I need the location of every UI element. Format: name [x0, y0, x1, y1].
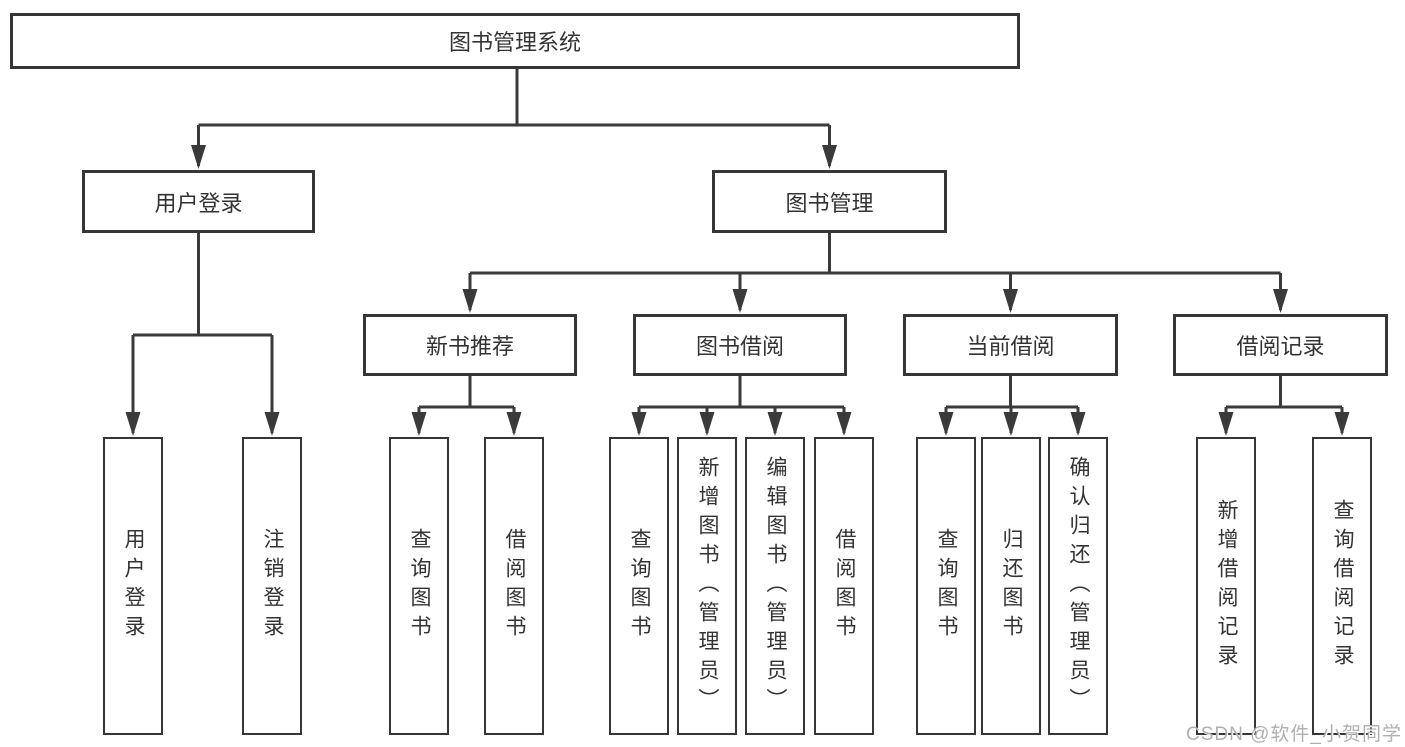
- leaf-label: 用户登录: [122, 528, 145, 644]
- node-label: 当前借阅: [966, 334, 1055, 359]
- node-label: 图书借阅: [695, 334, 784, 359]
- node-label: 借阅记录: [1236, 334, 1325, 359]
- leaf-borrow-book: 借阅图书: [814, 437, 874, 735]
- leaf-query-book-borrow: 查询图书: [609, 437, 669, 735]
- leaf-label: 新增图书（管理员）: [696, 455, 719, 717]
- leaf-label: 新增借阅记录: [1215, 499, 1238, 673]
- leaf-query-borrow-record: 查询借阅记录: [1312, 437, 1372, 735]
- leaf-add-book-admin: 新增图书（管理员）: [677, 437, 737, 735]
- node-borrow-records: 借阅记录: [1173, 314, 1388, 376]
- leaf-label: 归还图书: [1000, 528, 1023, 644]
- node-label: 用户登录: [154, 190, 243, 216]
- leaf-label: 查询借阅记录: [1331, 499, 1354, 673]
- leaf-label: 编辑图书（管理员）: [764, 455, 787, 717]
- node-current-borrow: 当前借阅: [903, 314, 1118, 376]
- leaf-add-borrow-record: 新增借阅记录: [1196, 437, 1256, 735]
- leaf-logout: 注销登录: [242, 437, 302, 735]
- leaf-query-book-recommend: 查询图书: [389, 437, 449, 735]
- leaf-return-book: 归还图书: [981, 437, 1041, 735]
- node-user-login: 用户登录: [82, 170, 315, 233]
- leaf-label: 借阅图书: [833, 528, 856, 644]
- leaf-edit-book-admin: 编辑图书（管理员）: [745, 437, 805, 735]
- leaf-confirm-return-admin: 确认归还（管理员）: [1048, 437, 1108, 735]
- leaf-label: 查询图书: [935, 528, 958, 644]
- leaf-label: 查询图书: [408, 528, 431, 644]
- node-root-library-system: 图书管理系统: [10, 13, 1020, 69]
- connector-group: [125, 69, 1350, 436]
- node-label: 新书推荐: [425, 334, 514, 359]
- node-book-borrow: 图书借阅: [633, 314, 847, 376]
- node-label: 图书管理: [785, 190, 874, 216]
- leaf-label: 查询图书: [628, 528, 651, 644]
- node-new-book-recommend: 新书推荐: [363, 314, 577, 376]
- csdn-watermark: CSDN @软件_小贺同学: [1186, 724, 1402, 745]
- leaf-user-login: 用户登录: [103, 437, 163, 735]
- node-book-management: 图书管理: [712, 170, 947, 233]
- node-label: 图书管理系统: [448, 30, 581, 55]
- leaf-label: 确认归还（管理员）: [1067, 455, 1090, 717]
- leaf-query-book-current: 查询图书: [916, 437, 976, 735]
- leaf-borrow-book-recommend: 借阅图书: [484, 437, 544, 735]
- leaf-label: 注销登录: [261, 528, 284, 644]
- leaf-label: 借阅图书: [503, 528, 526, 644]
